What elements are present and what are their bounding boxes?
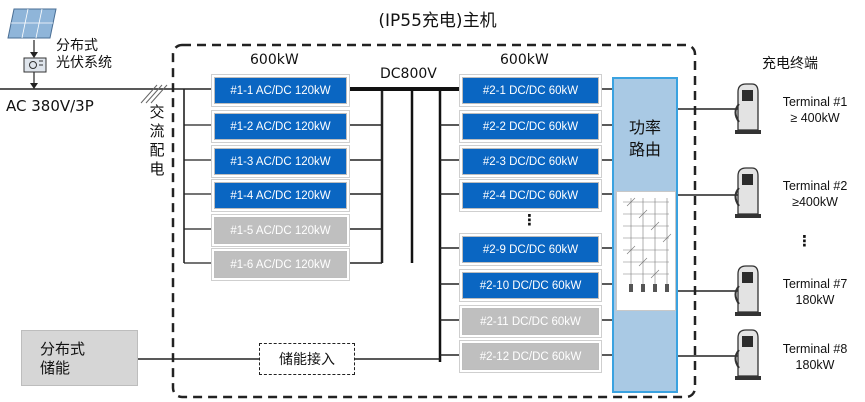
ac-dc-module: #1-2 AC/DC 120kW bbox=[214, 113, 347, 140]
host-title: (IP55充电)主机 bbox=[378, 11, 497, 31]
switch-matrix bbox=[616, 191, 676, 311]
terminal-label: Terminal #7 180kW bbox=[770, 276, 860, 308]
dc-dc-module: #2-12 DC/DC 60kW bbox=[462, 343, 599, 370]
grid-hatch bbox=[150, 84, 168, 104]
inverter-icon bbox=[23, 57, 47, 73]
terminal-name: Terminal #2 bbox=[782, 179, 848, 193]
terminals-header: 充电终端 bbox=[762, 56, 818, 72]
storage-label: 分布式 储能 bbox=[40, 340, 85, 378]
ac-dist-char: 交 bbox=[149, 103, 165, 121]
ac-dc-module: #1-3 AC/DC 120kW bbox=[214, 148, 347, 175]
solar-panel-icon bbox=[7, 8, 57, 39]
switch-matrix-graphic bbox=[623, 197, 672, 292]
terminal-name: Terminal #1 bbox=[782, 95, 848, 109]
dc-dc-module: #2-11 DC/DC 60kW bbox=[462, 308, 599, 335]
terminal-power: 180kW bbox=[795, 358, 835, 372]
ac-dist-char: 流 bbox=[149, 122, 165, 140]
storage-label-line1: 分布式 bbox=[40, 340, 86, 358]
ac-distribution-label: 交 流 配 电 bbox=[146, 103, 168, 179]
charger-icon bbox=[734, 167, 761, 218]
dc-bus-label: DC800V bbox=[380, 66, 437, 82]
dc-dc-module: #2-3 DC/DC 60kW bbox=[462, 148, 599, 175]
power-router-label-line1: 功率 bbox=[628, 118, 661, 137]
charger-icon bbox=[734, 265, 761, 316]
host-boundary bbox=[171, 43, 697, 399]
pv-label-line1: 分布式 bbox=[56, 38, 98, 54]
grid-hatch bbox=[140, 84, 158, 104]
dc-power-label: 600kW bbox=[500, 52, 549, 68]
dc-dc-module: #2-10 DC/DC 60kW bbox=[462, 272, 599, 299]
terminals-ellipsis: ⋮ bbox=[797, 232, 812, 250]
ac-dc-module: #1-6 AC/DC 120kW bbox=[214, 251, 347, 278]
terminal-label: Terminal #2 ≥400kW bbox=[770, 178, 860, 210]
power-router-label-line2: 路由 bbox=[628, 140, 661, 159]
terminal-label: Terminal #1 ≥ 400kW bbox=[770, 94, 860, 126]
dc-modules-ellipsis: ⋮ bbox=[522, 211, 537, 229]
charger-icon bbox=[734, 83, 761, 134]
dc-dc-module: #2-9 DC/DC 60kW bbox=[462, 236, 599, 263]
terminal-power: ≥ 400kW bbox=[790, 111, 840, 125]
storage-label-line2: 储能 bbox=[40, 359, 71, 377]
grid-voltage-label: AC 380V/3P bbox=[6, 97, 94, 115]
ac-power-label: 600kW bbox=[250, 52, 299, 68]
grid-hatch bbox=[145, 84, 163, 104]
pv-label-line2: 光伏系统 bbox=[56, 55, 112, 71]
dc-dc-module: #2-4 DC/DC 60kW bbox=[462, 182, 599, 209]
terminal-power: ≥400kW bbox=[792, 195, 838, 209]
ac-dist-char: 电 bbox=[149, 160, 165, 178]
ac-dc-module: #1-4 AC/DC 120kW bbox=[214, 182, 347, 209]
ac-dc-module: #1-5 AC/DC 120kW bbox=[214, 217, 347, 244]
terminal-label: Terminal #8 180kW bbox=[770, 341, 860, 373]
dc-dc-module: #2-1 DC/DC 60kW bbox=[462, 77, 599, 104]
terminal-name: Terminal #7 bbox=[782, 277, 848, 291]
pv-arrow-head bbox=[30, 52, 38, 58]
dc-dc-module: #2-2 DC/DC 60kW bbox=[462, 113, 599, 140]
ac-dist-char: 配 bbox=[149, 141, 165, 159]
distributed-storage: 分布式 储能 bbox=[21, 330, 138, 386]
power-router-label: 功率 路由 bbox=[614, 117, 676, 161]
terminal-name: Terminal #8 bbox=[782, 342, 848, 356]
power-router: 功率 路由 bbox=[612, 77, 678, 393]
pv-label: 分布式 光伏系统 bbox=[56, 38, 112, 72]
charger-icon bbox=[734, 329, 761, 380]
ac-dc-module: #1-1 AC/DC 120kW bbox=[214, 77, 347, 104]
terminal-power: 180kW bbox=[795, 293, 835, 307]
storage-access: 储能接入 bbox=[259, 343, 355, 375]
pv-arrow-head bbox=[30, 83, 38, 89]
